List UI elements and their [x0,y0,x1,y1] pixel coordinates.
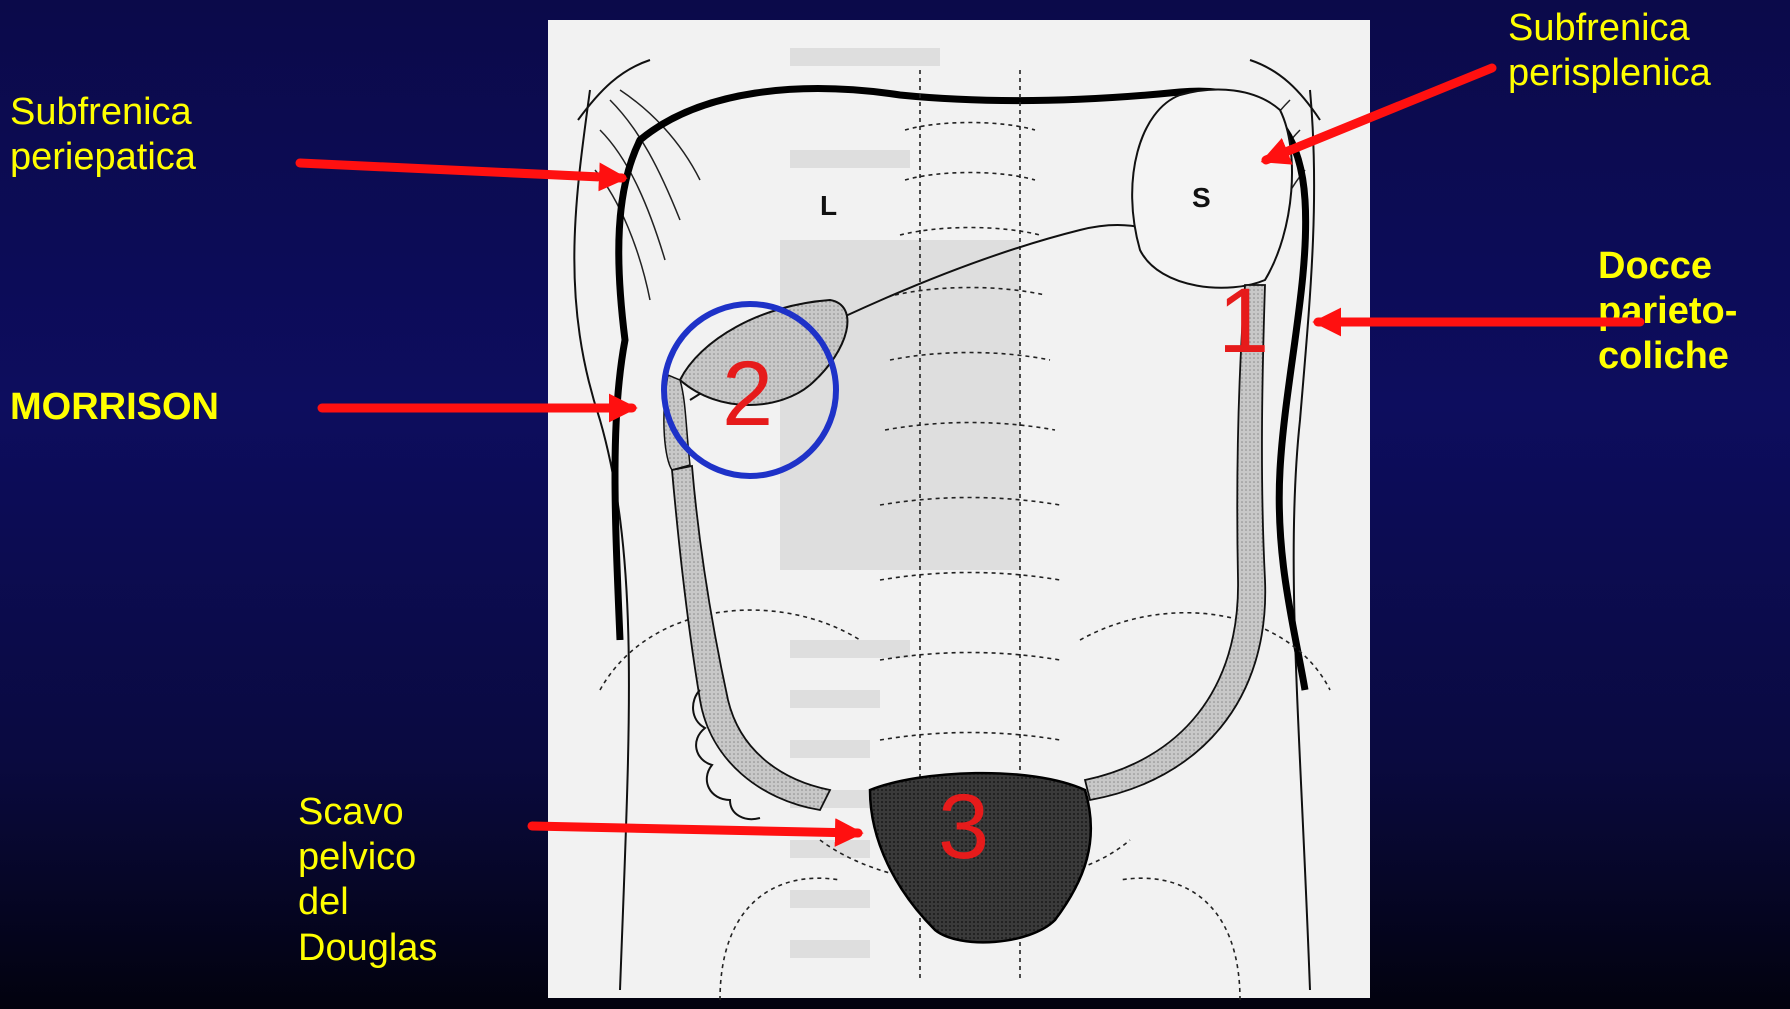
label-line: coliche [1598,334,1737,379]
label-morrison: MORRISON [10,385,219,430]
label-line: del [298,880,437,925]
label-scavo: Scavo pelvico del Douglas [298,790,437,971]
label-subfrenica-perisplenica: Subfrenica perisplenica [1508,6,1711,96]
label-line: periepatica [10,135,196,180]
label-subfrenica-periepatica: Subfrenica periepatica [10,90,196,180]
abdomen-diagram-panel [548,20,1370,998]
label-line: Docce [1598,244,1737,289]
label-line: pelvico [298,835,437,880]
label-line: parieto- [1598,289,1737,334]
label-line: Douglas [298,926,437,971]
label-line: Scavo [298,790,437,835]
label-docce-parieto-coliche: Docce parieto- coliche [1598,244,1737,380]
label-line: Subfrenica [1508,6,1711,51]
label-line: perisplenica [1508,51,1711,96]
label-line: Subfrenica [10,90,196,135]
